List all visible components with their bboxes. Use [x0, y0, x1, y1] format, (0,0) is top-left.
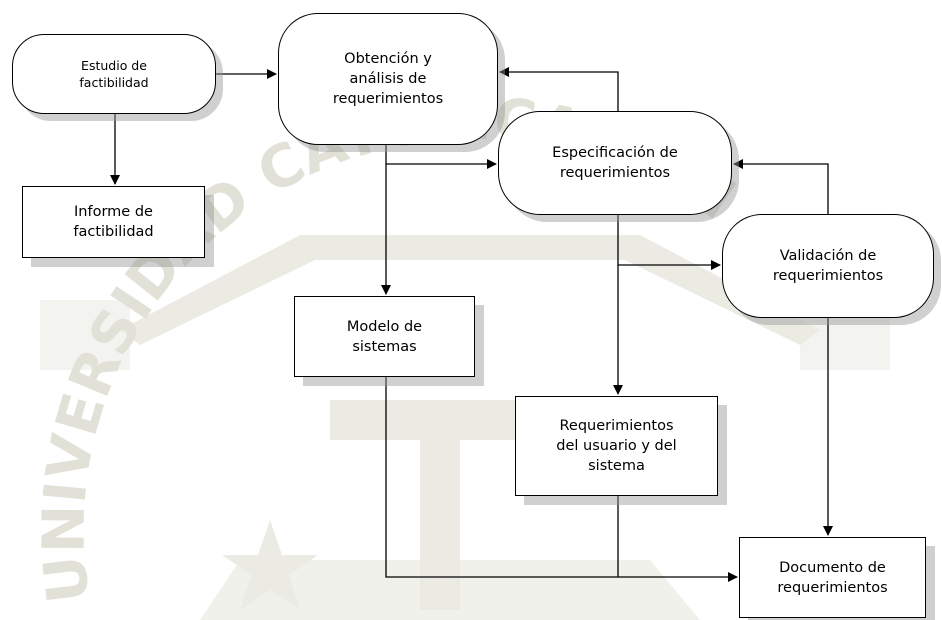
node-requerimientos-usuario-sistema: Requerimientos del usuario y del sistema	[515, 396, 718, 496]
edge-especificacion-obtencion	[499, 67, 619, 111]
node-especificacion-de-requerimientos: Especificación de requerimientos	[498, 111, 732, 215]
edge-validacion-especificacion	[733, 159, 829, 214]
node-informe-de-factibilidad: Informe de factibilidad	[22, 186, 205, 258]
edge-obtencion-especificacion	[385, 145, 497, 169]
node-obtencion-y-analisis: Obtención y análisis de requerimientos	[278, 13, 498, 145]
node-estudio-de-factibilidad: Estudio de factibilidad	[12, 34, 216, 114]
edge-modelo-documento	[385, 377, 738, 582]
node-documento-de-requerimientos: Documento de requerimientos	[739, 537, 926, 618]
node-validacion-de-requerimientos: Validación de requerimientos	[722, 214, 934, 318]
edge-especificacion-validacion	[617, 215, 721, 270]
node-modelo-de-sistemas: Modelo de sistemas	[294, 296, 475, 377]
